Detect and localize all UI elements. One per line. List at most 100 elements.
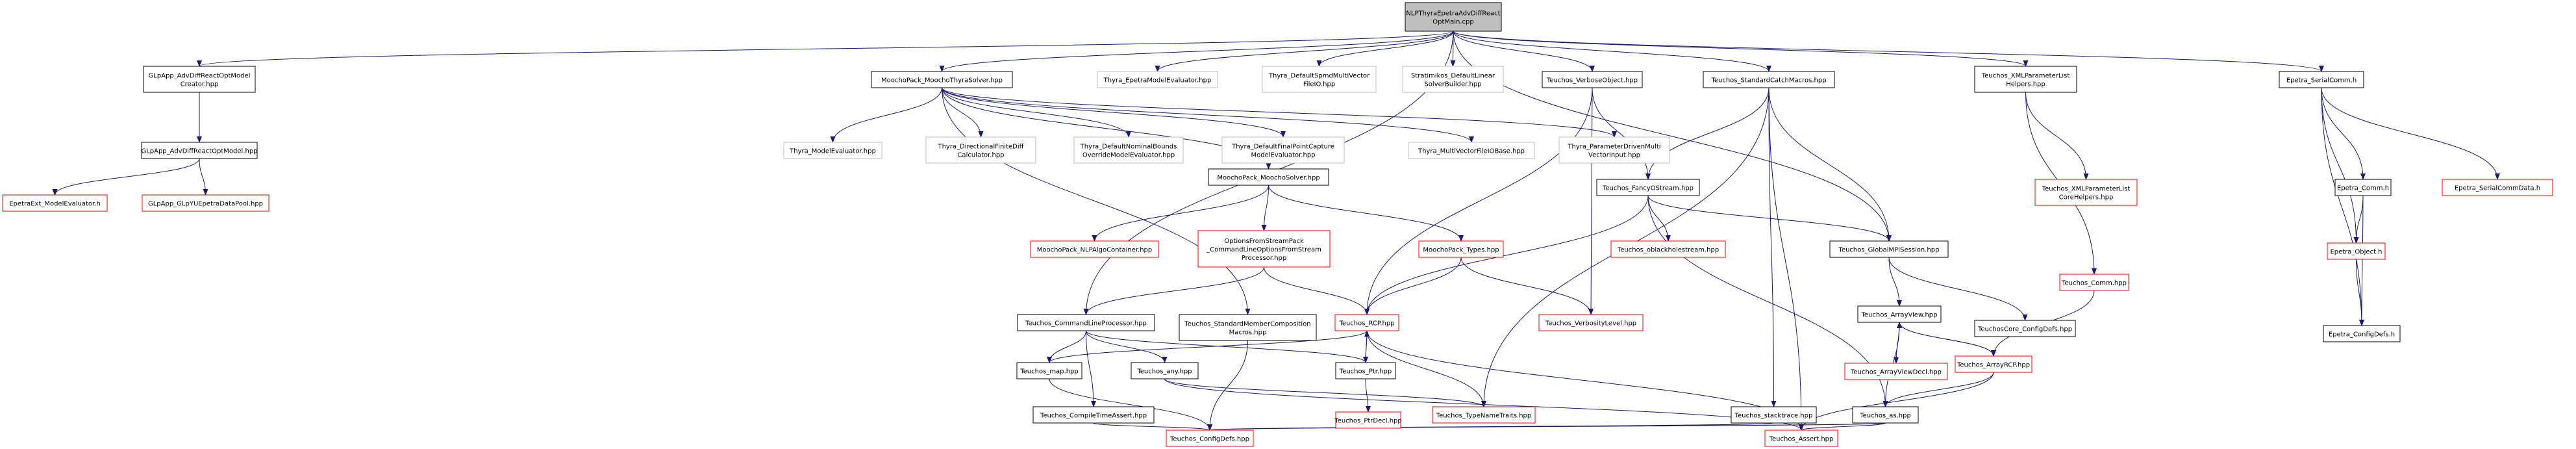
edge-arrow (1460, 257, 1594, 315)
node-box (1334, 314, 1399, 331)
node-comm-hpp[interactable]: Teuchos_Comm.hpp (2059, 274, 2129, 291)
node-globalmpi[interactable]: Teuchos_GlobalMPISession.hpp (1829, 240, 1949, 258)
node-oblackhole[interactable]: Teuchos_oblackholestream.hpp (1610, 240, 1726, 258)
node-stdcatch[interactable]: Teuchos_StandardCatchMacros.hpp (1703, 71, 1835, 88)
node-arrayviewdecl[interactable]: Teuchos_ArrayViewDecl.hpp (1844, 363, 1948, 380)
node-clp[interactable]: Teuchos_CommandLineProcessor.hpp (1017, 314, 1155, 331)
node-epetra-serialcomm[interactable]: Epetra_SerialComm.h (2279, 71, 2364, 88)
edge-arrow (2321, 87, 2366, 180)
edge-stdcatch-to-globalmpi (1768, 87, 1892, 242)
node-thyra-pdmv: Thyra_ParameterDrivenMultiVectorInput.hp… (1558, 136, 1670, 164)
node-moochosolver[interactable]: MoochoPack_MoochoSolver.hpp (1208, 168, 1329, 186)
node-epetra-object[interactable]: Epetra_Object.h (2327, 242, 2386, 260)
edge-root-to-thyra_epetra_me (1155, 31, 1454, 72)
node-assert[interactable]: Teuchos_Assert.hpp (1764, 430, 1838, 447)
node-label: Teuchos_CompileTimeAssert.hpp (1040, 413, 1147, 420)
edge-clp-to-ptr (1086, 330, 1368, 363)
node-label: Epetra_SerialCommData.h (2455, 185, 2540, 192)
node-epetraext-me[interactable]: EpetraExt_ModelEvaluator.h (2, 194, 108, 212)
node-label: GLpApp_GLpYUEpetraDataPool.hpp (148, 201, 263, 208)
node-label: Teuchos_PtrDecl.hpp (1334, 418, 1401, 425)
node-label: Creator.hpp (181, 81, 219, 88)
node-box (1542, 71, 1643, 88)
node-as[interactable]: Teuchos_as.hpp (1852, 406, 1919, 424)
node-box (1405, 2, 1502, 32)
node-stacktrace[interactable]: Teuchos_stacktrace.hpp (1731, 406, 1817, 424)
edge-glpmodel-to-glpyuepetra (199, 158, 208, 196)
node-typenametraits[interactable]: Teuchos_TypeNameTraits.hpp (1432, 406, 1536, 424)
node-box (1097, 71, 1218, 88)
node-box (1538, 314, 1644, 331)
node-epetra-configdefs[interactable]: Epetra_ConfigDefs.h (2323, 325, 2401, 342)
node-fancyostream[interactable]: Teuchos_FancyOStream.hpp (1596, 179, 1700, 196)
node-moochotypes[interactable]: MoochoPack_Types.hpp (1418, 240, 1504, 258)
edge-arrow (942, 87, 1131, 138)
node-nlpalgo[interactable]: MoochoPack_NLPAlgoContainer.hpp (1030, 240, 1159, 258)
node-glpmodel[interactable]: GLpApp_AdvDiffReactOptModel.hpp (141, 142, 258, 159)
edge-arrow (1155, 31, 1454, 72)
node-ptrdecl[interactable]: Teuchos_PtrDecl.hpp (1334, 411, 1402, 429)
node-optsfromstream[interactable]: OptionsFromStreamPack_CommandLineOptions… (1197, 230, 1331, 268)
edge-stdcatch-to-fancyostream (1645, 87, 1769, 180)
edge-arrow (1264, 266, 1369, 315)
edge-arrow (1364, 195, 1649, 315)
edge-clp-to-compiletime (1086, 330, 1096, 407)
edge-arrow (1086, 330, 1368, 363)
edge-arrow (1453, 31, 1892, 242)
node-box (1402, 66, 1504, 93)
node-ptr[interactable]: Teuchos_Ptr.hpp (1335, 362, 1396, 379)
node-label: Processor.hpp (1242, 255, 1286, 262)
edge-moochothyra-to-thyra_pdmv (942, 87, 1617, 138)
node-stdmember[interactable]: Teuchos_StandardMemberCompositionMacros.… (1179, 314, 1317, 341)
node-compiletime[interactable]: Teuchos_CompileTimeAssert.hpp (1032, 406, 1155, 424)
node-strat: Stratimikos_DefaultLinearSolverBuilder.h… (1402, 66, 1504, 93)
node-arrayview[interactable]: Teuchos_ArrayView.hpp (1857, 305, 1942, 323)
edge-arrow (1647, 195, 1671, 242)
node-verbositylevel[interactable]: Teuchos_VerbosityLevel.hpp (1538, 314, 1644, 331)
node-label: Thyra_DefaultFinalPointCapture (1231, 144, 1334, 151)
node-label: Teuchos_ConfigDefs.hpp (1169, 436, 1249, 443)
node-label: Teuchos_ArrayView.hpp (1860, 312, 1937, 319)
node-label: Teuchos_CommandLineProcessor.hpp (1025, 320, 1147, 327)
node-box (1955, 355, 2032, 373)
node-box (2327, 242, 2386, 260)
node-box (1073, 136, 1184, 164)
node-epetra-comm[interactable]: Epetra_Comm.h (2334, 179, 2392, 196)
edge-arrow (1768, 87, 1804, 431)
node-label: Teuchos_as.hpp (1859, 413, 1911, 420)
node-moochothyra[interactable]: MoochoPack_MoochoThyraSolver.hpp (871, 71, 1013, 88)
edge-arrow (2359, 195, 2365, 326)
node-rcp[interactable]: Teuchos_RCP.hpp (1334, 314, 1399, 331)
node-configdefs[interactable]: Teuchos_ConfigDefs.hpp (1166, 430, 1254, 447)
node-thyra-fpc: Thyra_DefaultFinalPointCaptureModelEvalu… (1221, 136, 1345, 164)
edge-arrow (1208, 422, 1886, 431)
node-label: Epetra_ConfigDefs.h (2329, 331, 2395, 339)
edge-moochotypes-to-verbositylevel (1460, 257, 1594, 315)
edge-arrow (1882, 372, 1994, 407)
node-box (783, 142, 882, 159)
node-coreconfig[interactable]: TeuchosCore_ConfigDefs.hpp (1974, 320, 2076, 337)
edge-verboseobj-to-fancyostream (1592, 87, 1651, 180)
edge-arrow (1647, 195, 1892, 242)
node-label: Teuchos_FancyOStream.hpp (1602, 185, 1694, 192)
node-glpyuepetra[interactable]: GLpApp_GLpYUEpetraDataPool.hpp (142, 194, 269, 212)
node-epetra-sercommdata[interactable]: Epetra_SerialCommData.h (2442, 179, 2553, 196)
node-arrayrcp[interactable]: Teuchos_ArrayRCP.hpp (1955, 355, 2032, 373)
edge-root-to-epetra_serialcomm (1453, 31, 2324, 72)
node-box (1221, 136, 1345, 164)
node-label: Teuchos_XMLParameterList (1981, 73, 2070, 80)
node-box (1764, 430, 1838, 447)
node-verboseobj[interactable]: Teuchos_VerboseObject.hpp (1542, 71, 1643, 88)
node-any[interactable]: Teuchos_any.hpp (1131, 362, 1199, 379)
edge-arrow (942, 87, 984, 138)
edge-arrow (1093, 422, 1212, 431)
node-map[interactable]: Teuchos_map.hpp (1016, 362, 1082, 379)
node-label: MoochoPack_NLPAlgoContainer.hpp (1037, 247, 1153, 254)
edge-arrow (1261, 185, 1269, 231)
node-box (1857, 305, 1942, 323)
